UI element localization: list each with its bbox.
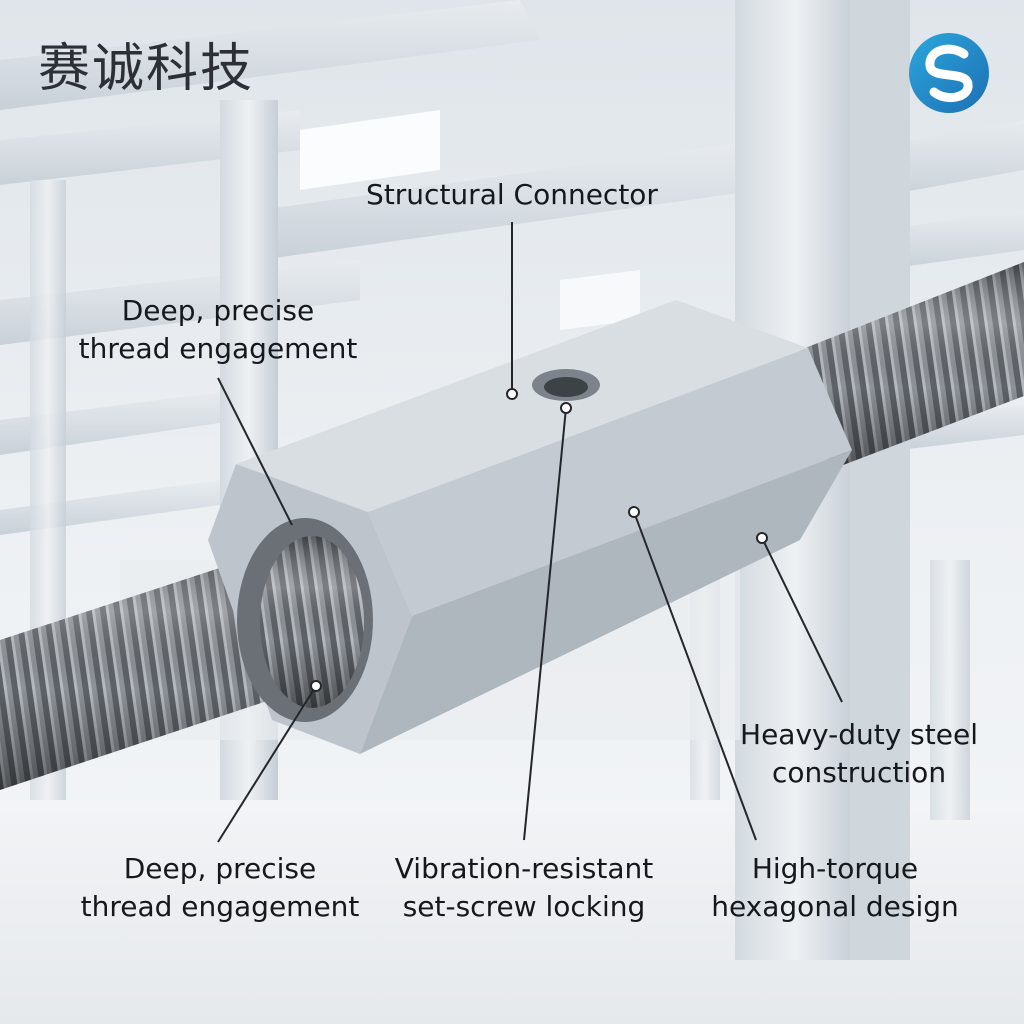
set-screw-hole-inner	[544, 377, 588, 397]
label-set-screw-locking: Vibration-resistant set-screw locking	[394, 852, 654, 923]
label-hexagonal-design: High-torque hexagonal design	[711, 852, 959, 923]
leader-line-hexagonal	[633, 511, 757, 841]
steel-column	[850, 0, 910, 960]
connector-upper-side-face	[368, 348, 852, 616]
brand-name: 赛诚科技	[38, 39, 255, 99]
roof-beam	[880, 210, 1024, 270]
internal-thread-shading	[260, 536, 364, 708]
label-steel-construction: Heavy-duty steel construction	[740, 718, 978, 789]
s-swirl-logo-icon	[909, 33, 989, 113]
skylight	[560, 270, 640, 330]
leader-line-steel	[761, 537, 843, 703]
leader-line-thread-bottom	[217, 685, 317, 843]
threaded-rod-right-shading	[800, 262, 1024, 470]
leader-dot	[310, 680, 322, 692]
leader-line-thread-top	[217, 377, 293, 526]
label-structural-connector: Structural Connector	[366, 178, 658, 211]
connector-lower-side-face	[360, 450, 852, 754]
label-thread-engagement-top: Deep, precise thread engagement	[78, 294, 358, 365]
steel-column	[930, 560, 970, 820]
roof-beam	[0, 0, 540, 110]
leader-line-set-screw	[523, 407, 567, 841]
connector-top-face	[236, 300, 808, 512]
leader-dot	[756, 532, 768, 544]
leader-dot	[560, 402, 572, 414]
roof-beam	[260, 140, 760, 260]
leader-dot	[506, 388, 518, 400]
label-thread-engagement-bottom: Deep, precise thread engagement	[80, 852, 360, 923]
leader-lines	[217, 222, 843, 843]
skylight	[300, 110, 440, 190]
leader-dot	[628, 506, 640, 518]
